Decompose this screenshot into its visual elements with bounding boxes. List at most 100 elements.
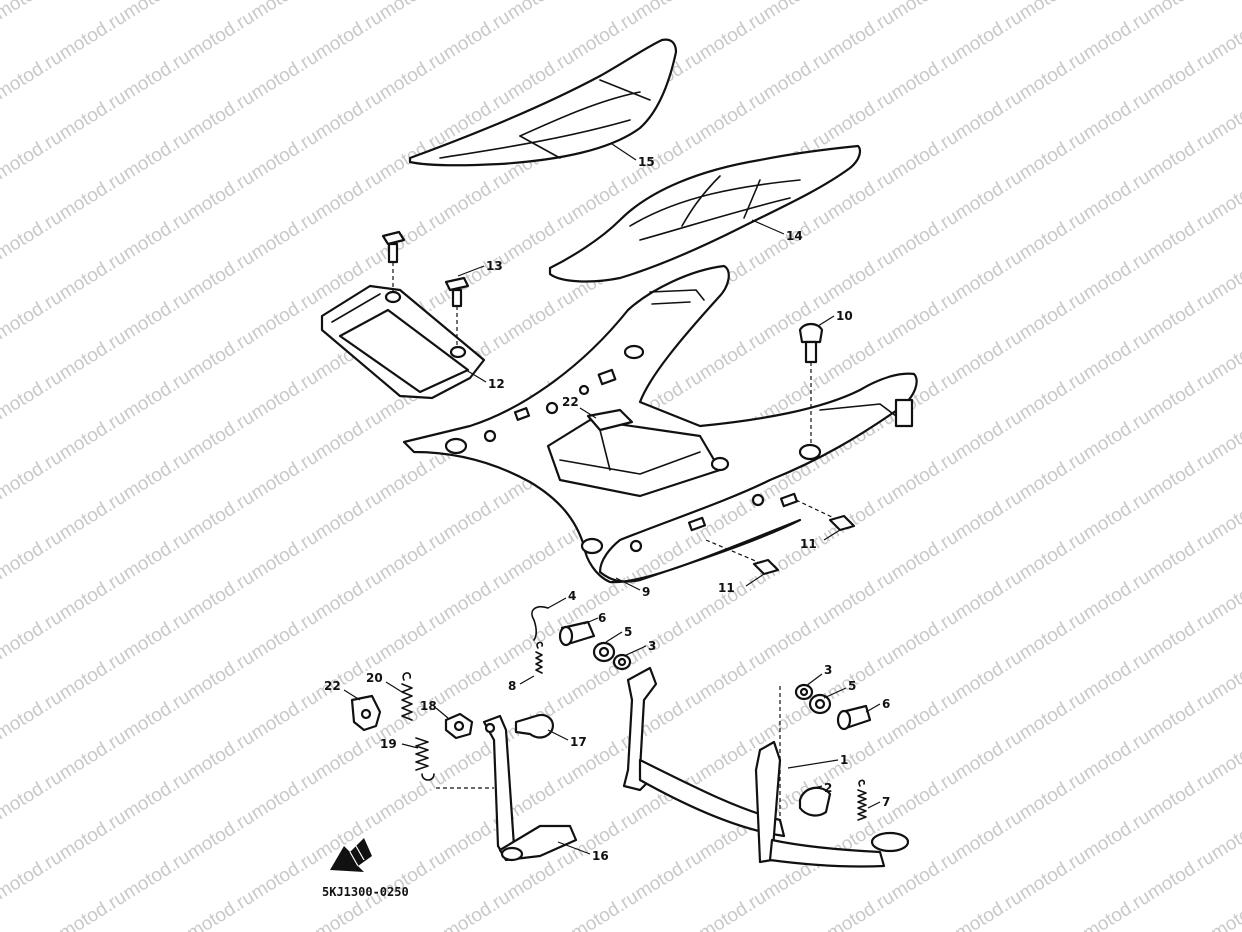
part-11-nut-a[interactable] bbox=[795, 499, 856, 532]
watermark-text: motod.ru bbox=[760, 527, 835, 585]
part-5-bushing-a[interactable] bbox=[592, 641, 616, 663]
watermark-text: motod.ru bbox=[1016, 47, 1091, 105]
callout-8: 8 bbox=[508, 679, 516, 693]
part-12-cover[interactable] bbox=[320, 284, 486, 400]
watermark-text: motod.ru bbox=[120, 287, 195, 345]
watermark-text: motod.ru bbox=[1016, 687, 1091, 745]
part-15-mat[interactable] bbox=[408, 38, 678, 167]
part-18-nut[interactable] bbox=[444, 712, 474, 740]
front-arrow-icon bbox=[330, 838, 372, 872]
watermark-text: motod.ru bbox=[952, 407, 1027, 465]
part-20-spring[interactable] bbox=[401, 672, 413, 721]
part-8-spring[interactable] bbox=[535, 641, 544, 674]
watermark-text: motod.ru bbox=[312, 727, 387, 785]
watermark-text: motod.ru bbox=[1144, 527, 1219, 585]
watermark-text: motod.ru bbox=[56, 647, 131, 705]
watermark-text: motod.ru bbox=[312, 407, 387, 465]
part-1-main-stand[interactable] bbox=[622, 666, 910, 868]
watermark-text: motod.ru bbox=[632, 847, 707, 905]
watermark-text: motod.ru bbox=[1208, 7, 1242, 65]
watermark-text: motod.ru bbox=[56, 807, 131, 865]
watermark-text: motod.ru bbox=[184, 727, 259, 785]
callout-10: 10 bbox=[836, 309, 853, 323]
part-3-washer-a[interactable] bbox=[612, 653, 632, 671]
watermark-text: motod.ru bbox=[0, 767, 66, 825]
watermark-text: motod.ru bbox=[952, 727, 1027, 785]
callout-3-b: 3 bbox=[824, 663, 832, 677]
part-9-frame[interactable] bbox=[402, 264, 918, 584]
part-7-spring[interactable] bbox=[857, 779, 867, 821]
watermark-text: motod.ru bbox=[888, 207, 963, 265]
part-19-spring[interactable] bbox=[415, 737, 435, 781]
watermark-text: motod.ru bbox=[440, 167, 515, 225]
watermark-text: motod.ru bbox=[888, 607, 963, 665]
watermark-text: motod.ru bbox=[1080, 247, 1155, 305]
watermark-text: motod.ru bbox=[56, 327, 131, 385]
watermark-text: motod.ru bbox=[0, 127, 66, 185]
watermark-text: motod.ru bbox=[696, 87, 771, 145]
part-14-mat[interactable] bbox=[548, 144, 861, 283]
part-10-bolt[interactable] bbox=[798, 322, 824, 446]
watermark-text: motod.ru bbox=[1080, 487, 1155, 545]
part-6-collar-a[interactable] bbox=[558, 620, 596, 647]
callout-13: 13 bbox=[486, 259, 503, 273]
watermark-text: motod.ru bbox=[824, 247, 899, 305]
watermark-text: motod.ru bbox=[824, 87, 899, 145]
watermark-text: motod.ru bbox=[56, 247, 131, 305]
watermark-text: motod.ru bbox=[1016, 527, 1091, 585]
watermark-text: motod.ru bbox=[184, 647, 259, 705]
part-5-bushing-b[interactable] bbox=[808, 693, 832, 715]
watermark-text: motod.ru bbox=[504, 287, 579, 345]
watermark-text: motod.ru bbox=[184, 247, 259, 305]
watermark-text: motod.ru bbox=[1144, 47, 1219, 105]
part-6-collar-b[interactable] bbox=[836, 704, 872, 731]
watermark-text: motod.ru bbox=[888, 287, 963, 345]
watermark-text: motod.ru bbox=[1016, 127, 1091, 185]
watermark-text: motod.ru bbox=[888, 47, 963, 105]
part-22-bracket-lower[interactable] bbox=[350, 694, 382, 732]
watermark-text: motod.ru bbox=[1144, 127, 1219, 185]
watermark-text: motod.ru bbox=[312, 487, 387, 545]
callout-20: 20 bbox=[366, 671, 383, 685]
watermark-text: motod.ru bbox=[1208, 87, 1242, 145]
watermark-text: motod.ru bbox=[376, 447, 451, 505]
callout-22-upper: 22 bbox=[562, 395, 579, 409]
callouts: 15 14 13 12 10 22 11 11 9 4 6 5 3 8 3 5 … bbox=[324, 155, 890, 863]
part-22-bracket-upper[interactable] bbox=[586, 408, 634, 432]
watermark-text: motod.ru bbox=[1080, 807, 1155, 865]
watermark-text: motod.ru bbox=[440, 487, 515, 545]
watermark-text: motod.ru bbox=[120, 447, 195, 505]
part-11-nut-b[interactable] bbox=[705, 539, 780, 576]
part-4-pin[interactable] bbox=[531, 605, 549, 641]
watermark-text: motod.ru bbox=[632, 0, 707, 24]
callout-7: 7 bbox=[882, 795, 890, 809]
watermark-text: motod.ru bbox=[1080, 327, 1155, 385]
part-13-screw-b[interactable] bbox=[444, 276, 470, 346]
part-13-screw-a[interactable] bbox=[381, 230, 406, 292]
watermark-text: motod.ru bbox=[312, 167, 387, 225]
part-16-side-stand[interactable] bbox=[436, 714, 578, 862]
watermark-text: motod.ru bbox=[952, 567, 1027, 625]
watermark-text: motod.ru bbox=[184, 887, 259, 932]
watermark-text: motod.ru bbox=[1208, 487, 1242, 545]
watermark-text: motod.ru bbox=[1080, 167, 1155, 225]
watermark-text: motod.ru bbox=[632, 607, 707, 665]
watermark-text: motod.ru bbox=[632, 527, 707, 585]
part-2-stopper[interactable] bbox=[798, 786, 832, 817]
watermark-text: motod.ru bbox=[120, 127, 195, 185]
watermark-text: motod.ru bbox=[1144, 367, 1219, 425]
part-17-rubber[interactable] bbox=[514, 713, 554, 739]
watermark-text: motod.ru bbox=[504, 767, 579, 825]
watermark-text: motod.ru bbox=[248, 527, 323, 585]
watermark-text: motod.ru bbox=[1144, 0, 1219, 24]
watermark-text: motod.ru bbox=[248, 127, 323, 185]
part-3-washer-b[interactable] bbox=[794, 683, 814, 701]
watermark-text: motod.ru bbox=[56, 887, 131, 932]
watermark-text: motod.ru bbox=[824, 727, 899, 785]
watermark-text: motod.ru bbox=[1080, 567, 1155, 625]
watermark-text: motod.ru bbox=[952, 247, 1027, 305]
callout-9: 9 bbox=[642, 585, 650, 599]
callout-6-b: 6 bbox=[882, 697, 890, 711]
watermark-text: motod.ru bbox=[696, 7, 771, 65]
